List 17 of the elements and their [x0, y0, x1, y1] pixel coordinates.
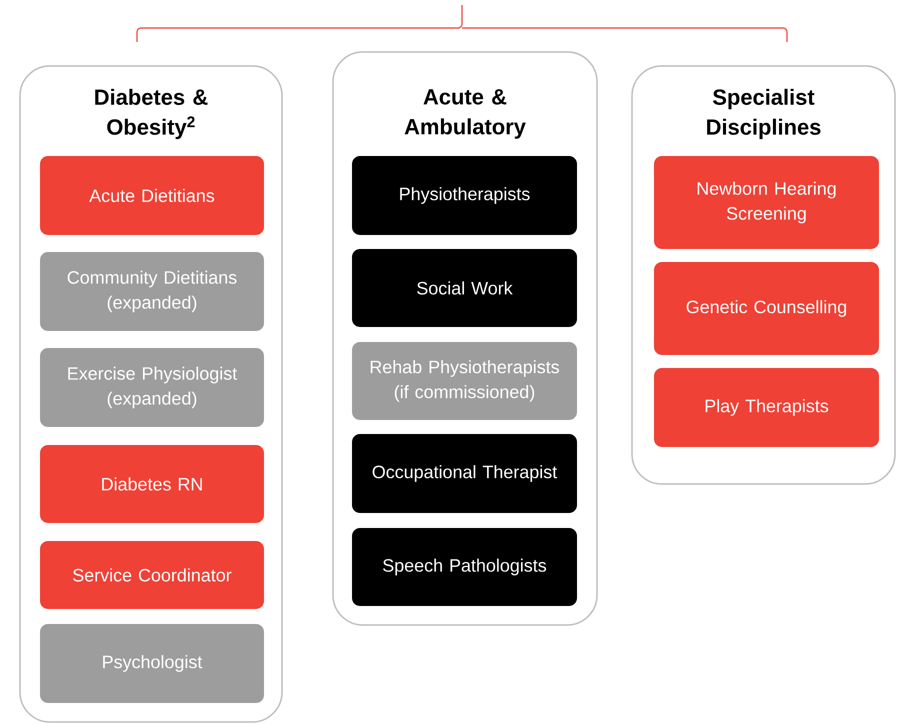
role-box: Community Dietitians (expanded): [40, 252, 264, 331]
role-box: Occupational Therapist: [352, 434, 577, 513]
role-box: Newborn Hearing Screening: [654, 156, 879, 249]
column-heading: Diabetes & Obesity$^{2}$: [95, 88, 208, 140]
column-heading: Acute & Ambulatory: [404, 89, 526, 139]
role-box: Social Work: [352, 249, 577, 327]
role-box: Rehab Physiotherapists (if commissioned): [352, 342, 577, 420]
role-box: Diabetes RN: [40, 445, 264, 523]
role-box: Service Coordinator: [40, 541, 264, 609]
role-box: Acute Dietitians: [40, 156, 264, 235]
role-box: Exercise Physiologist (expanded): [40, 348, 264, 427]
role-box: Speech Pathologists: [352, 528, 577, 606]
role-box: Physiotherapists: [352, 156, 577, 235]
role-box: Genetic Counselling: [654, 262, 879, 355]
role-box: Psychologist: [40, 624, 264, 703]
role-box: Play Therapists: [654, 368, 879, 447]
column-heading: Specialist Disciplines: [707, 88, 820, 140]
